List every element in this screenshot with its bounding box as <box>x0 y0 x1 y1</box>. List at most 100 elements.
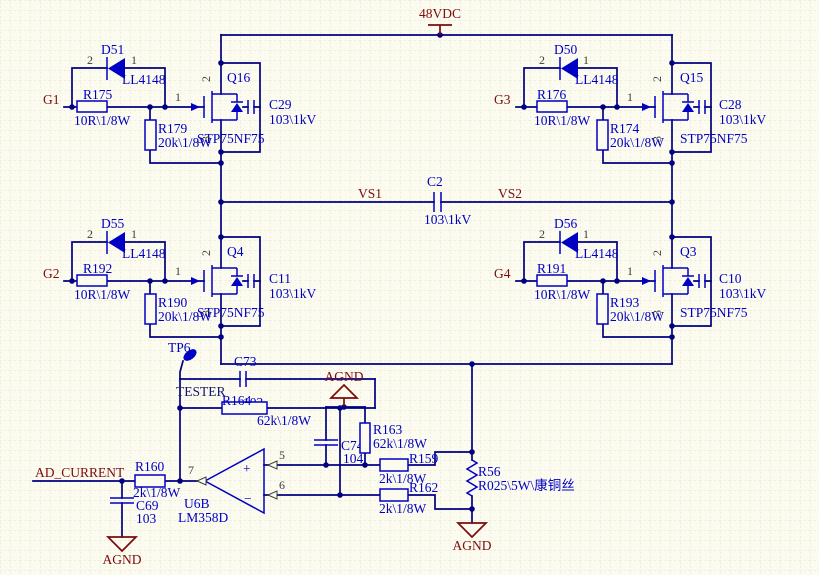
value-r192: 10R\1/8W <box>74 287 131 302</box>
component-r164[interactable]: R164 62k\1/8W <box>221 393 311 428</box>
component-c69[interactable]: C69 103 <box>110 497 159 526</box>
designator-r159: R159 <box>409 451 439 466</box>
designator-d56: D56 <box>554 216 577 231</box>
value-c29: 103\1kV <box>269 112 317 127</box>
component-q4[interactable]: Q4 STP75NF75 1 2 3 C11 103\1kV <box>175 244 317 320</box>
component-r174[interactable]: R174 20k\1/8W <box>596 119 664 151</box>
designator-r190: R190 <box>158 295 188 310</box>
designator-d51: D51 <box>101 42 124 57</box>
net-label-vs1[interactable]: VS1 <box>358 186 382 201</box>
pin-arrow-icon <box>266 490 278 500</box>
value-r179: 20k\1/8W <box>158 135 212 150</box>
component-r190[interactable]: R190 20k\1/8W <box>144 293 212 325</box>
component-q15[interactable]: Q15 STP75NF75 1 2 3 C28 103\1kV <box>627 70 767 146</box>
designator-c73: C73 <box>234 354 257 369</box>
component-d55[interactable]: D55 LL4148 2 1 <box>87 216 166 261</box>
value-r190: 20k\1/8W <box>158 309 212 324</box>
component-d51[interactable]: D51 LL4148 2 1 <box>87 42 166 87</box>
component-r175[interactable]: R175 10R\1/8W <box>74 87 131 128</box>
net-label-vs2[interactable]: VS2 <box>498 186 522 201</box>
component-r56[interactable]: R56 R025\5W\康铜丝 <box>465 459 575 497</box>
net-label-g2[interactable]: G2 <box>43 266 60 281</box>
designator-q4: Q4 <box>227 244 244 259</box>
power-port-48vdc[interactable]: 48VDC <box>419 6 461 35</box>
designator-r193: R193 <box>610 295 640 310</box>
net-label-agnd-left: AGND <box>103 552 142 567</box>
net-label-g4[interactable]: G4 <box>494 266 511 281</box>
designator-q3: Q3 <box>680 244 697 259</box>
component-r159[interactable]: R159 2k\1/8W <box>379 451 439 486</box>
value-q4: STP75NF75 <box>197 305 265 320</box>
value-c74: 104 <box>343 451 364 466</box>
pin-arrow-icon <box>195 476 207 486</box>
component-r191[interactable]: R191 10R\1/8W <box>534 261 591 302</box>
designator-c2: C2 <box>427 174 443 189</box>
wires <box>32 34 712 538</box>
designator-d55: D55 <box>101 216 124 231</box>
designator-r176: R176 <box>537 87 567 102</box>
component-r176[interactable]: R176 10R\1/8W <box>534 87 591 128</box>
designator-c28: C28 <box>719 97 742 112</box>
designator-c11: C11 <box>269 271 291 286</box>
pin-arrow-icon <box>266 460 278 470</box>
designator-r174: R174 <box>610 121 640 136</box>
power-port-agnd-right[interactable]: AGND <box>453 522 492 553</box>
net-label-g1[interactable]: G1 <box>43 92 60 107</box>
pin-number: 1 <box>131 227 137 241</box>
pin-number: 2 <box>539 53 545 67</box>
value-r191: 10R\1/8W <box>534 287 591 302</box>
pin-number: 2 <box>87 227 93 241</box>
component-r160[interactable]: R160 2k\1/8W <box>133 459 181 500</box>
component-c2[interactable]: C2 103\1kV <box>424 174 472 227</box>
designator-r163: R163 <box>373 422 403 437</box>
power-port-agnd-mid[interactable]: AGND <box>325 369 364 406</box>
junction-dots <box>69 32 675 512</box>
pin-number: 1 <box>175 90 181 104</box>
pin-number: 1 <box>583 227 589 241</box>
designator-q15: Q15 <box>680 70 703 85</box>
designator-c74: C74 <box>341 438 364 453</box>
value-c28: 103\1kV <box>719 112 767 127</box>
component-u6b[interactable]: + − 7 5 6 U6B LM358D <box>178 447 285 525</box>
pin-number: 2 <box>87 53 93 67</box>
pin-number: 2 <box>539 227 545 241</box>
component-r192[interactable]: R192 10R\1/8W <box>74 261 131 302</box>
testpoint-pad-icon <box>183 349 197 361</box>
pin-number: 7 <box>188 463 194 477</box>
value-r164: 62k\1/8W <box>257 413 311 428</box>
designator-c69: C69 <box>136 498 159 513</box>
component-tp6[interactable]: TP6 <box>168 340 199 363</box>
value-c10: 103\1kV <box>719 286 767 301</box>
power-port-agnd-left[interactable]: AGND <box>103 536 142 567</box>
designator-r56: R56 <box>478 464 501 479</box>
opamp-minus-input: − <box>244 491 252 506</box>
value-u6b: LM358D <box>178 510 229 525</box>
component-r163[interactable]: R163 62k\1/8W <box>359 422 427 454</box>
component-q3[interactable]: Q3 STP75NF75 1 2 3 C10 103\1kV <box>627 244 767 320</box>
component-r193[interactable]: R193 20k\1/8W <box>596 293 664 325</box>
component-c74[interactable]: C74 104 <box>314 438 364 466</box>
component-r179[interactable]: R179 20k\1/8W <box>144 119 212 151</box>
designator-c29: C29 <box>269 97 292 112</box>
net-label-ad-current[interactable]: AD_CURRENT <box>35 465 125 480</box>
net-label-agnd-mid: AGND <box>325 369 364 384</box>
value-c69: 103 <box>136 511 157 526</box>
pin-number: 3 <box>199 310 213 316</box>
component-r162[interactable]: R162 2k\1/8W <box>379 480 438 516</box>
value-r163: 62k\1/8W <box>373 436 427 451</box>
component-q16[interactable]: Q16 STP75NF75 1 2 3 C29 103\1kV <box>175 70 317 146</box>
ground-triangle-icon <box>105 536 139 553</box>
pin-number: 1 <box>627 90 633 104</box>
component-d56[interactable]: D56 LL4148 2 1 <box>539 216 619 261</box>
value-c2: 103\1kV <box>424 212 472 227</box>
net-label-48vdc: 48VDC <box>419 6 461 21</box>
net-label-g3[interactable]: G3 <box>494 92 511 107</box>
designator-r179: R179 <box>158 121 188 136</box>
value-c11: 103\1kV <box>269 286 317 301</box>
component-d50[interactable]: D50 LL4148 2 1 <box>539 42 619 87</box>
value-q16: STP75NF75 <box>197 131 265 146</box>
value-q3: STP75NF75 <box>680 305 748 320</box>
net-label-tester[interactable]: TESTER <box>176 384 226 399</box>
designator-r175: R175 <box>83 87 113 102</box>
